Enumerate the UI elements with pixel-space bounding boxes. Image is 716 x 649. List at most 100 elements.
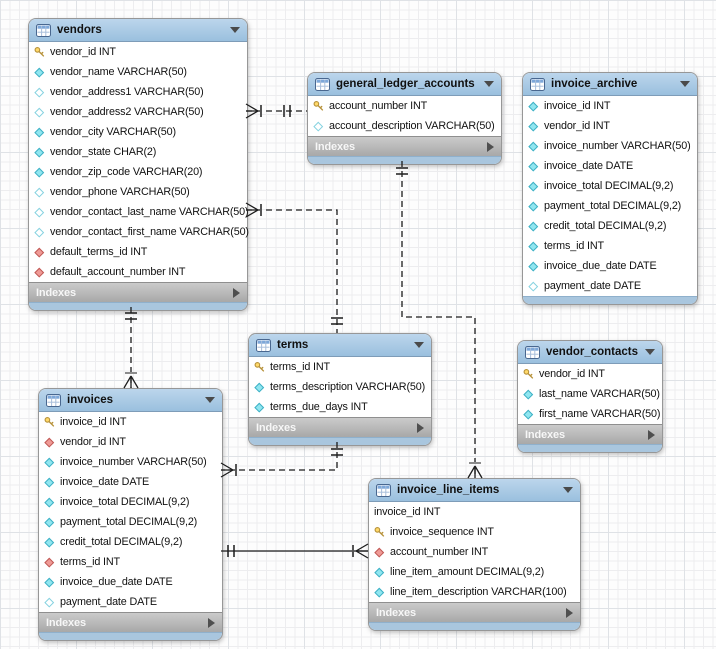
column-text: terms_due_days INT	[270, 401, 368, 413]
column-row[interactable]: payment_total DECIMAL(9,2)	[39, 512, 222, 532]
indexes-footer[interactable]: Indexes	[308, 136, 501, 156]
column-row[interactable]: payment_date DATE	[523, 276, 697, 296]
table-header[interactable]: invoices	[39, 389, 222, 412]
indexes-footer[interactable]: Indexes	[39, 612, 222, 632]
column-row[interactable]: terms_id INT	[249, 357, 431, 377]
relationship-vendors-general_ledger_accounts[interactable]	[245, 103, 307, 119]
column-row[interactable]: vendor_state CHAR(2)	[29, 142, 247, 162]
table-header[interactable]: vendor_contacts	[518, 341, 662, 364]
table-header[interactable]: terms	[249, 334, 431, 357]
column-row[interactable]: vendor_id INT	[523, 116, 697, 136]
indexes-footer[interactable]: Indexes	[29, 282, 247, 302]
column-text: vendor_contact_first_name VARCHAR(50)	[50, 226, 249, 238]
expand-arrow-icon[interactable]	[566, 607, 573, 618]
column-row[interactable]: vendor_address1 VARCHAR(50)	[29, 82, 247, 102]
column-row[interactable]: account_description VARCHAR(50)	[308, 116, 501, 136]
column-row[interactable]: vendor_id INT	[29, 42, 247, 62]
collapse-arrow-icon[interactable]	[645, 349, 655, 355]
expand-arrow-icon[interactable]	[487, 141, 494, 152]
relationship-terms-invoices[interactable]	[220, 442, 343, 478]
column-row[interactable]: terms_description VARCHAR(50)	[249, 377, 431, 397]
column-text: payment_date DATE	[60, 596, 157, 608]
column-row[interactable]: line_item_amount DECIMAL(9,2)	[369, 562, 580, 582]
attribute-icon	[34, 147, 45, 158]
column-row[interactable]: terms_due_days INT	[249, 397, 431, 417]
column-row[interactable]: invoice_id INT	[369, 502, 580, 522]
expand-arrow-icon[interactable]	[417, 422, 424, 433]
column-row[interactable]: credit_total DECIMAL(9,2)	[523, 216, 697, 236]
attribute-icon	[34, 67, 45, 78]
table-header[interactable]: general_ledger_accounts	[308, 73, 501, 96]
table-bottom-bar	[39, 632, 222, 640]
column-row[interactable]: vendor_contact_first_name VARCHAR(50)	[29, 222, 249, 242]
attribute-nullable-icon	[34, 227, 45, 238]
table-header[interactable]: invoice_archive	[523, 73, 697, 96]
collapse-arrow-icon[interactable]	[563, 487, 573, 493]
column-row[interactable]: last_name VARCHAR(50)	[518, 384, 662, 404]
relationship-invoices-invoice_line_items[interactable]	[221, 543, 369, 559]
collapse-arrow-icon[interactable]	[414, 342, 424, 348]
column-row[interactable]: invoice_date DATE	[39, 472, 222, 492]
column-row[interactable]: account_number INT	[369, 542, 580, 562]
column-row[interactable]: invoice_sequence INT	[369, 522, 580, 542]
column-row[interactable]: invoice_id INT	[523, 96, 697, 116]
table-title: general_ledger_accounts	[336, 78, 475, 90]
indexes-footer[interactable]: Indexes	[369, 602, 580, 622]
table-header[interactable]: invoice_line_items	[369, 479, 580, 502]
column-row[interactable]: vendor_id INT	[518, 364, 662, 384]
column-row[interactable]: vendor_name VARCHAR(50)	[29, 62, 247, 82]
column-row[interactable]: vendor_city VARCHAR(50)	[29, 122, 247, 142]
column-row[interactable]: invoice_date DATE	[523, 156, 697, 176]
column-row[interactable]: vendor_phone VARCHAR(50)	[29, 182, 247, 202]
column-row[interactable]: line_item_description VARCHAR(100)	[369, 582, 580, 602]
column-row[interactable]: first_name VARCHAR(50)	[518, 404, 662, 424]
column-row[interactable]: terms_id INT	[39, 552, 222, 572]
column-row[interactable]: invoice_total DECIMAL(9,2)	[523, 176, 697, 196]
indexes-footer[interactable]: Indexes	[249, 417, 431, 437]
relationship-vendors-terms[interactable]	[245, 202, 343, 333]
expand-arrow-icon[interactable]	[648, 429, 655, 440]
attribute-nullable-icon	[34, 107, 45, 118]
table-general_ledger_accounts[interactable]: general_ledger_accounts account_number IN…	[307, 72, 502, 165]
column-row[interactable]: vendor_address2 VARCHAR(50)	[29, 102, 247, 122]
collapse-arrow-icon[interactable]	[230, 27, 240, 33]
table-vendors[interactable]: vendors vendor_id INT vendor_name VARCHAR(…	[28, 18, 249, 311]
crow-foot-many-marker	[123, 375, 139, 389]
expand-arrow-icon[interactable]	[208, 617, 215, 628]
column-row[interactable]: invoice_number VARCHAR(50)	[39, 452, 222, 472]
indexes-label: Indexes	[525, 428, 565, 441]
column-text: vendor_id INT	[50, 46, 116, 58]
collapse-arrow-icon[interactable]	[205, 397, 215, 403]
column-row[interactable]: invoice_number VARCHAR(50)	[523, 136, 697, 156]
column-row[interactable]: default_terms_id INT	[29, 242, 247, 262]
expand-arrow-icon[interactable]	[233, 287, 240, 298]
column-row[interactable]: account_number INT	[308, 96, 501, 116]
column-row[interactable]: credit_total DECIMAL(9,2)	[39, 532, 222, 552]
column-row[interactable]: payment_total DECIMAL(9,2)	[523, 196, 697, 216]
collapse-arrow-icon[interactable]	[484, 81, 494, 87]
column-row[interactable]: terms_id INT	[523, 236, 697, 256]
column-row[interactable]: invoice_id INT	[39, 412, 222, 432]
indexes-footer[interactable]: Indexes	[518, 424, 662, 444]
relationship-vendors-invoices[interactable]	[123, 307, 139, 389]
column-row[interactable]: vendor_zip_code VARCHAR(20)	[29, 162, 247, 182]
column-text: invoice_number VARCHAR(50)	[544, 140, 691, 152]
column-row[interactable]: invoice_due_date DATE	[39, 572, 222, 592]
column-text: invoice_due_date DATE	[60, 576, 173, 588]
column-row[interactable]: vendor_contact_last_name VARCHAR(50)	[29, 202, 249, 222]
column-row[interactable]: invoice_due_date DATE	[523, 256, 697, 276]
column-row[interactable]: default_account_number INT	[29, 262, 247, 282]
attribute-icon	[44, 457, 55, 468]
column-text: default_terms_id INT	[50, 246, 148, 258]
column-row[interactable]: vendor_id INT	[39, 432, 222, 452]
table-header[interactable]: vendors	[29, 19, 247, 42]
column-row[interactable]: invoice_total DECIMAL(9,2)	[39, 492, 222, 512]
collapse-arrow-icon[interactable]	[680, 81, 690, 87]
column-row[interactable]: payment_date DATE	[39, 592, 222, 612]
